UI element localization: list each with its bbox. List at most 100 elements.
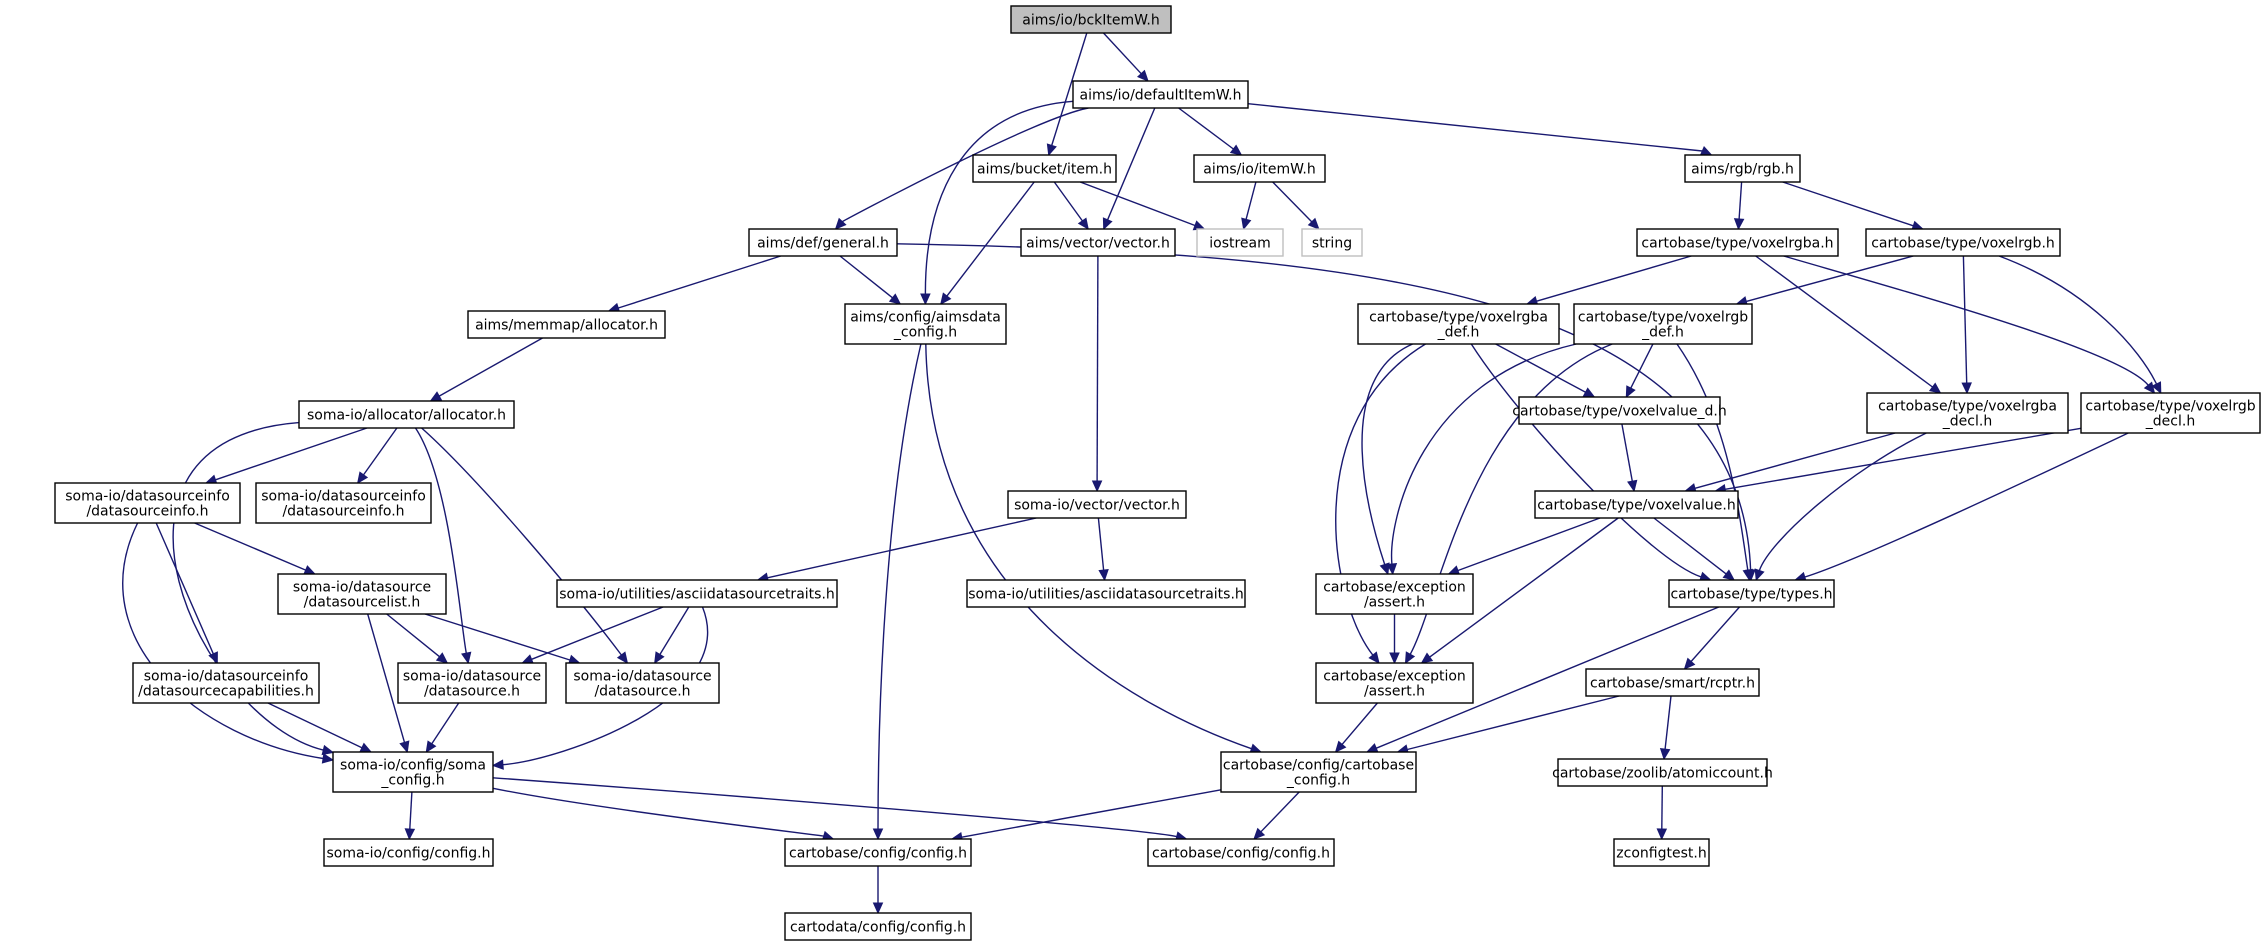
node-label: soma-io/allocator/allocator.h — [307, 408, 506, 424]
edge-arrowhead — [1368, 651, 1380, 664]
include-edge-n10-to-n18 — [1998, 255, 2162, 395]
node-box — [298, 400, 515, 429]
edge-arrowhead — [1928, 382, 1942, 394]
edge-line — [1746, 255, 1914, 303]
header-file-node[interactable]: soma-io/allocator/allocator.h — [298, 400, 515, 429]
node-label: cartobase/type/voxelvalue_d.h — [1512, 404, 1726, 420]
header-file-node[interactable]: cartobase/type/voxelrgba.h — [1636, 228, 1839, 257]
edge-line — [1998, 255, 2158, 385]
include-edge-n15-to-n29 — [414, 427, 472, 665]
edge-arrowhead — [654, 651, 665, 665]
edge-line — [1661, 785, 1663, 830]
header-file-node[interactable]: aims/config/aimsdata_config.h — [844, 303, 1007, 345]
node-box — [1573, 303, 1753, 345]
edge-line — [194, 522, 306, 571]
header-file-node[interactable]: soma-io/vector/vector.h — [1007, 490, 1187, 519]
header-file-node[interactable]: cartobase/exception/assert.h — [1315, 662, 1474, 704]
header-file-node[interactable]: soma-io/datasourceinfo/datasourceinfo.h — [54, 482, 241, 524]
node-label: soma-io/datasourceinfo — [261, 489, 426, 505]
header-file-node[interactable]: soma-io/utilities/asciidatasourcetraits.… — [966, 579, 1246, 608]
node-label: _def.h — [1437, 325, 1480, 341]
include-edge-n32-to-n34 — [1396, 695, 1620, 755]
include-edge-n23-to-n29 — [386, 613, 449, 664]
header-file-node[interactable]: aims/io/itemW.h — [1193, 154, 1326, 183]
edge-line — [1429, 517, 1619, 658]
include-edge-n31-to-n34 — [1334, 702, 1378, 753]
header-file-node[interactable]: cartobase/type/types.h — [1668, 579, 1835, 608]
header-file-node[interactable]: aims/memmap/allocator.h — [467, 310, 666, 339]
header-file-node[interactable]: cartobase/config/cartobase_config.h — [1220, 751, 1417, 793]
include-edge-n24-to-n33 — [491, 606, 709, 770]
include-edge-n13-to-n31 — [1335, 343, 1426, 664]
header-file-node[interactable]: cartobase/config/config.h — [784, 838, 972, 867]
node-label: cartobase/zoolib/atomiccount.h — [1552, 766, 1773, 782]
include-edges — [122, 32, 2162, 915]
edge-arrowhead — [940, 292, 952, 305]
header-file-node[interactable]: cartobase/type/voxelrgb.h — [1865, 228, 2061, 257]
include-edge-n19-to-n23 — [194, 522, 317, 575]
include-edge-n0-to-n2 — [1046, 32, 1088, 157]
header-file-node[interactable]: soma-io/datasourceinfo/datasourceinfo.h — [255, 482, 432, 524]
node-box — [1865, 228, 2061, 257]
include-edge-n33-to-n37 — [492, 787, 835, 841]
node-label: soma-io/config/config.h — [326, 846, 490, 862]
include-edge-n12-to-n37 — [872, 343, 922, 841]
node-label: aims/io/bckItemW.h — [1022, 13, 1159, 29]
edge-arrowhead — [872, 902, 884, 915]
node-label: cartobase/config/config.h — [789, 846, 967, 862]
node-box — [1557, 758, 1768, 787]
header-file-node[interactable]: soma-io/datasource/datasource.h — [397, 662, 547, 704]
header-file-node[interactable]: aims/bucket/item.h — [972, 154, 1117, 183]
include-edge-n3-to-n7 — [1241, 181, 1257, 231]
header-file-node[interactable]: cartobase/smart/rcptr.h — [1585, 668, 1760, 697]
node-box — [255, 482, 432, 524]
header-file-node[interactable]: soma-io/datasource/datasourcelist.h — [277, 573, 447, 615]
header-file-node[interactable]: soma-io/utilities/asciidatasourcetraits.… — [556, 579, 838, 608]
header-file-node[interactable]: cartobase/type/voxelrgba_def.h — [1357, 303, 1560, 345]
edge-line — [1783, 255, 2149, 386]
header-file-node[interactable]: aims/vector/vector.h — [1020, 228, 1176, 257]
header-file-node[interactable]: soma-io/datasource/datasource.h — [565, 662, 720, 704]
edge-line — [1096, 255, 1099, 482]
header-file-node[interactable]: zconfigtest.h — [1613, 838, 1710, 867]
node-box — [1668, 579, 1835, 608]
edge-arrowhead — [1334, 740, 1347, 753]
node-box — [1193, 154, 1326, 183]
include-edge-n15-to-n33 — [172, 421, 335, 756]
header-file-node[interactable]: aims/rgb/rgb.h — [1684, 154, 1801, 183]
header-file-node[interactable]: cartobase/type/voxelvalue_d.h — [1512, 396, 1727, 425]
include-edge-n13-to-n27 — [1470, 343, 1712, 582]
node-box — [54, 482, 241, 524]
header-file-node[interactable]: cartodata/config/config.h — [784, 912, 972, 941]
header-file-node[interactable]: cartobase/exception/assert.h — [1315, 573, 1474, 615]
edge-arrowhead — [356, 471, 369, 484]
node-box — [1147, 838, 1335, 867]
node-label: cartobase/exception — [1323, 580, 1466, 596]
node-label: cartobase/type/voxelrgba — [1369, 310, 1548, 326]
header-file-node[interactable]: soma-io/config/config.h — [323, 838, 494, 867]
edge-arrowhead — [1241, 217, 1252, 231]
header-file-node[interactable]: cartobase/zoolib/atomiccount.h — [1552, 758, 1773, 787]
include-edge-n18-to-n22 — [1714, 427, 2082, 495]
edge-arrowhead — [2151, 381, 2162, 395]
include-edge-n14-to-n27 — [1676, 343, 1753, 582]
header-file-node[interactable]: cartobase/type/voxelrgb_def.h — [1573, 303, 1753, 345]
edge-arrowhead — [1733, 218, 1745, 231]
edge-arrowhead — [321, 744, 335, 756]
node-label: _config.h — [1286, 773, 1350, 789]
header-file-node[interactable]: aims/def/general.h — [748, 228, 898, 257]
header-file-node[interactable]: soma-io/datasourceinfo/datasourcecapabil… — [132, 662, 320, 704]
edge-line — [1102, 32, 1142, 75]
header-file-node[interactable]: aims/io/defaultItemW.h — [1072, 80, 1249, 109]
header-file-node[interactable]: cartobase/type/voxelvalue.h — [1534, 490, 1739, 519]
include-edge-n21-to-n24 — [756, 517, 1037, 583]
include-edge-n2-to-n6 — [1053, 181, 1089, 230]
header-file-node[interactable]: cartobase/type/voxelrgba_decl.h — [1866, 392, 2069, 434]
edge-arrowhead — [1656, 828, 1668, 841]
header-file-node[interactable]: cartobase/type/voxelrgb_decl.h — [2080, 392, 2261, 434]
node-label: cartobase/type/voxelrgba — [1878, 399, 2057, 415]
header-file-node[interactable]: soma-io/config/soma_config.h — [332, 751, 494, 793]
include-edge-n27-to-n32 — [1683, 606, 1741, 670]
node-label: _decl.h — [2145, 414, 2195, 430]
header-file-node[interactable]: cartobase/config/config.h — [1147, 838, 1335, 867]
